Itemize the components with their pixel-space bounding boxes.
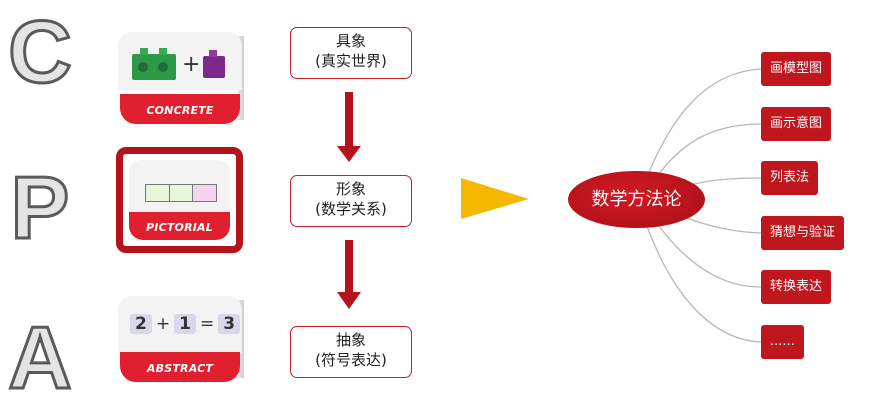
yellow-arrow: [461, 178, 529, 219]
bar-model-icon: [145, 184, 217, 202]
center-node: 数学方法论: [568, 171, 705, 228]
stage-pictorial: 形象 (数学关系): [290, 175, 412, 227]
concrete-card: + CONCRETE: [118, 32, 244, 124]
stage-subtitle: (真实世界): [315, 52, 387, 70]
down-arrow-1: [337, 92, 361, 162]
pictorial-label: PICTORIAL: [146, 221, 213, 234]
stage-subtitle: (数学关系): [315, 200, 387, 218]
branch-conjecture: 猜想与验证: [761, 216, 845, 250]
plus-sign: +: [182, 52, 201, 77]
stage-subtitle: (符号表达): [315, 351, 387, 369]
branch-more: ......: [761, 325, 804, 359]
equation-digit: 1: [174, 314, 196, 334]
branch-draw-model: 画模型图: [761, 52, 832, 86]
equation-plus: +: [155, 314, 171, 334]
letter-c-text: C: [8, 8, 72, 98]
equation-digit: 2: [130, 314, 152, 334]
stage-title: 抽象: [335, 331, 366, 349]
concrete-label: CONCRETE: [146, 104, 214, 117]
pictorial-frame: PICTORIAL: [116, 147, 243, 253]
letter-p: P: [9, 164, 71, 254]
branch-transform: 转换表达: [761, 270, 832, 304]
equation-digit: 3: [218, 314, 241, 334]
branch-table-method: 列表法: [761, 161, 819, 195]
equation: 2 + 1 = 3: [130, 314, 241, 334]
stage-title: 具象: [335, 32, 366, 50]
stage-concrete: 具象 (真实世界): [290, 27, 412, 79]
letter-p-text: P: [11, 164, 70, 254]
abstract-label: ABSTRACT: [146, 362, 214, 375]
stage-abstract: 抽象 (符号表达): [290, 326, 412, 378]
letter-a-text: A: [8, 312, 72, 402]
abstract-card: 2 + 1 = 3 ABSTRACT: [118, 296, 244, 382]
blocks-icon: [132, 48, 225, 80]
letter-c: C: [7, 8, 74, 98]
stage-title: 形象: [335, 180, 366, 198]
down-arrow-2: [337, 240, 361, 309]
letter-a: A: [7, 312, 74, 402]
equation-equals: =: [199, 314, 215, 334]
branch-draw-sketch: 画示意图: [761, 107, 832, 141]
